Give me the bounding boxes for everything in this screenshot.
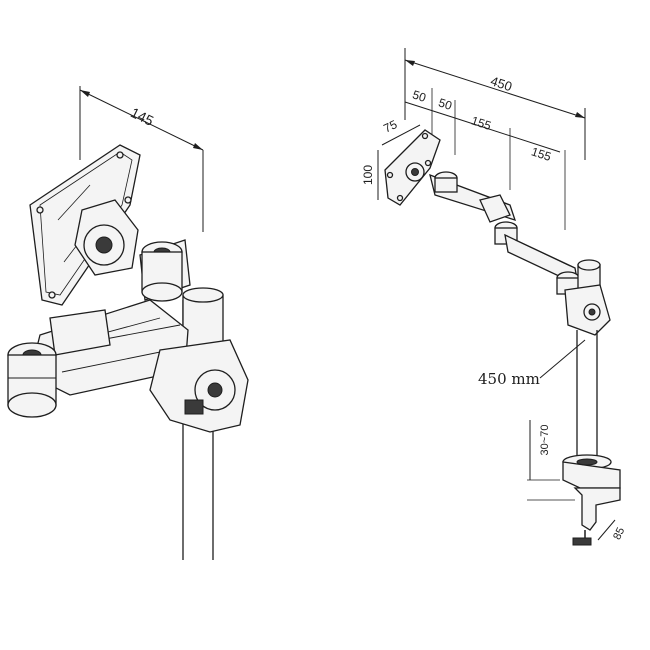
arm-assembly [429,171,580,295]
tilt-head [74,199,139,276]
dimension-label: 155 [530,144,554,164]
dimension-155-155: 155 155 [454,113,566,230]
pole-collar [149,339,249,433]
lower-joint [7,342,57,418]
pole-top [182,287,224,351]
dimension-label: 450 [489,73,514,94]
pole-shaft [576,330,598,462]
clamp-depth-dimension: 85 [597,519,627,542]
pole-height-label: 450 mm [478,370,540,388]
dimension-label: 50 [437,95,454,113]
dimension-label: 100 [361,165,375,185]
dimension-label: 75 [381,117,399,135]
clamp-depth-label: 85 [611,526,627,542]
dimension-50-50: 50 50 [404,87,456,155]
dimension-vesa: 75 100 [361,117,421,200]
pole-height-callout: 450 mm [478,339,586,388]
left-closeup-view: 145 [7,86,249,560]
upper-joint [139,239,191,302]
dimension-label: 50 [411,87,428,105]
pole-upper [564,259,611,336]
right-full-view: 450 50 50 155 155 75 100 [361,48,627,546]
clamp-range-dimension: 30~70 [527,420,575,501]
dimension-450-top: 450 [404,48,586,160]
desk-clamp [562,454,621,546]
clamp-range-label: 30~70 [539,425,551,456]
main-arm [29,299,189,396]
vesa-plate-small [384,129,441,206]
dimension-label: 155 [470,113,494,133]
